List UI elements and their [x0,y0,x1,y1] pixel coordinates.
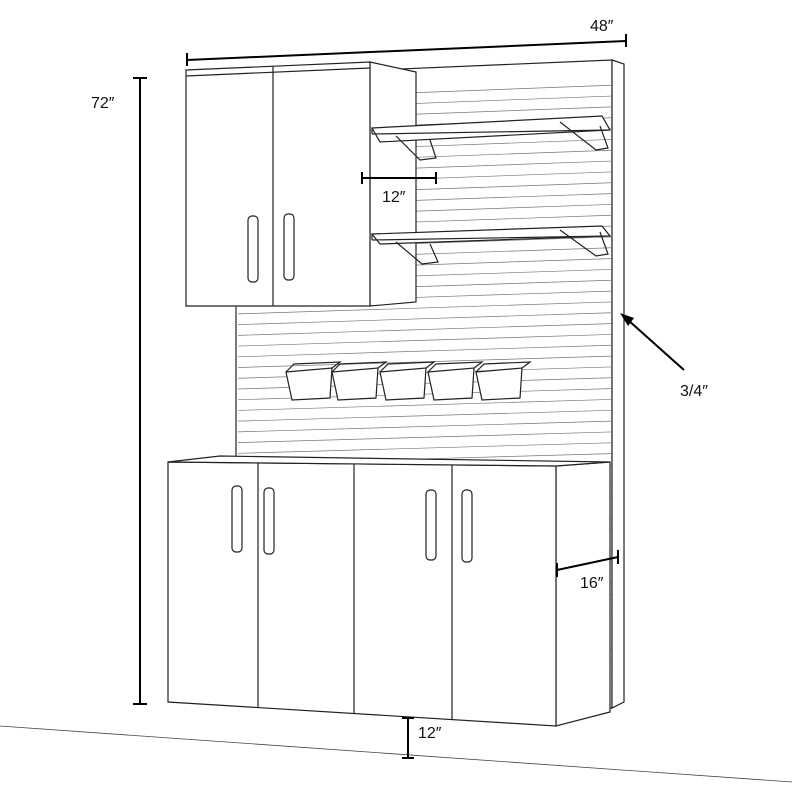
panel-thickness-label: 3/4″ [680,383,708,400]
base-depth-label: 16″ [580,575,604,592]
storage-bin-rim [427,361,484,373]
lower-door-3-handle [425,489,437,561]
storage-bin [285,367,333,401]
storage-bin-rim [379,361,436,373]
floor-clearance-dimension: 12″ [402,717,442,759]
floor-clearance-label: 12″ [418,725,442,742]
width-dimension: 48″ [186,18,627,66]
slat-line [237,312,612,325]
width-label: 48″ [590,18,614,35]
slat-line [237,431,612,443]
floor-line [0,725,792,783]
storage-bin [475,367,523,401]
slat-line [237,442,612,454]
storage-bin-rim [475,361,532,373]
slat-line [237,301,612,315]
storage-bin [427,367,475,401]
lower-door-2-handle [263,487,275,555]
upper-wall-shelf [370,115,612,161]
slat-line [237,334,612,347]
upper-cabinet [185,61,417,312]
storage-bin-rim [285,361,342,373]
slat-line [237,323,612,336]
base-depth-dimension: 16″ [556,550,619,592]
storage-bin [379,367,427,401]
height-dimension: 72″ [91,77,147,705]
slat-line [237,409,612,422]
lower-wall-shelf [370,225,612,265]
lower-cabinet [167,455,611,727]
storage-bin-rim [331,361,388,373]
slat-line [237,420,612,433]
lower-door-4-handle [461,489,473,563]
upper-left-door-handle [247,215,259,283]
storage-bins [285,361,532,401]
storage-bin [331,367,379,401]
lower-door-1-handle [231,485,243,553]
upper-right-door-handle [283,213,295,281]
shelf-depth-label: 12″ [382,189,406,206]
shelf-depth-dimension: 12″ [361,172,437,206]
slat-line [237,344,612,358]
height-label: 72″ [91,95,115,112]
slat-line [237,399,612,411]
panel-thickness-dimension: 3/4″ [620,313,708,400]
